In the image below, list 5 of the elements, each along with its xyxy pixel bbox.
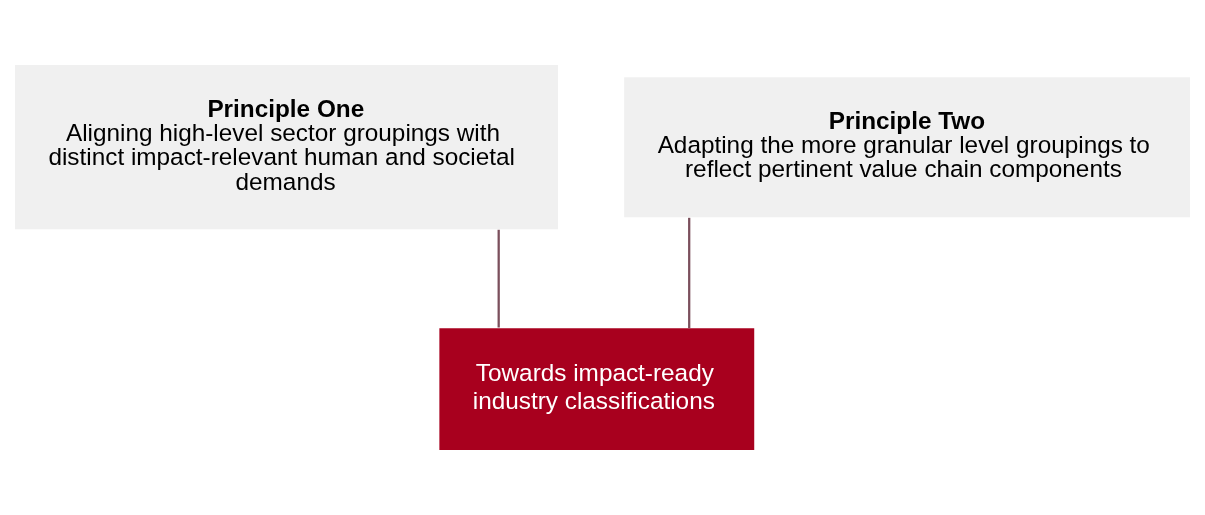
- node-box: Principle One Aligning high-level sector groupings with distinct impact-relevant human and societal demands: [15, 65, 558, 230]
- connector: [497, 229, 500, 328]
- connector: [688, 217, 691, 329]
- node-box: Towards impact-ready industry classifications: [439, 328, 755, 450]
- node-box: Principle Two Adapting the more granular level groupings to reflect pertinent value chain components: [624, 77, 1190, 218]
